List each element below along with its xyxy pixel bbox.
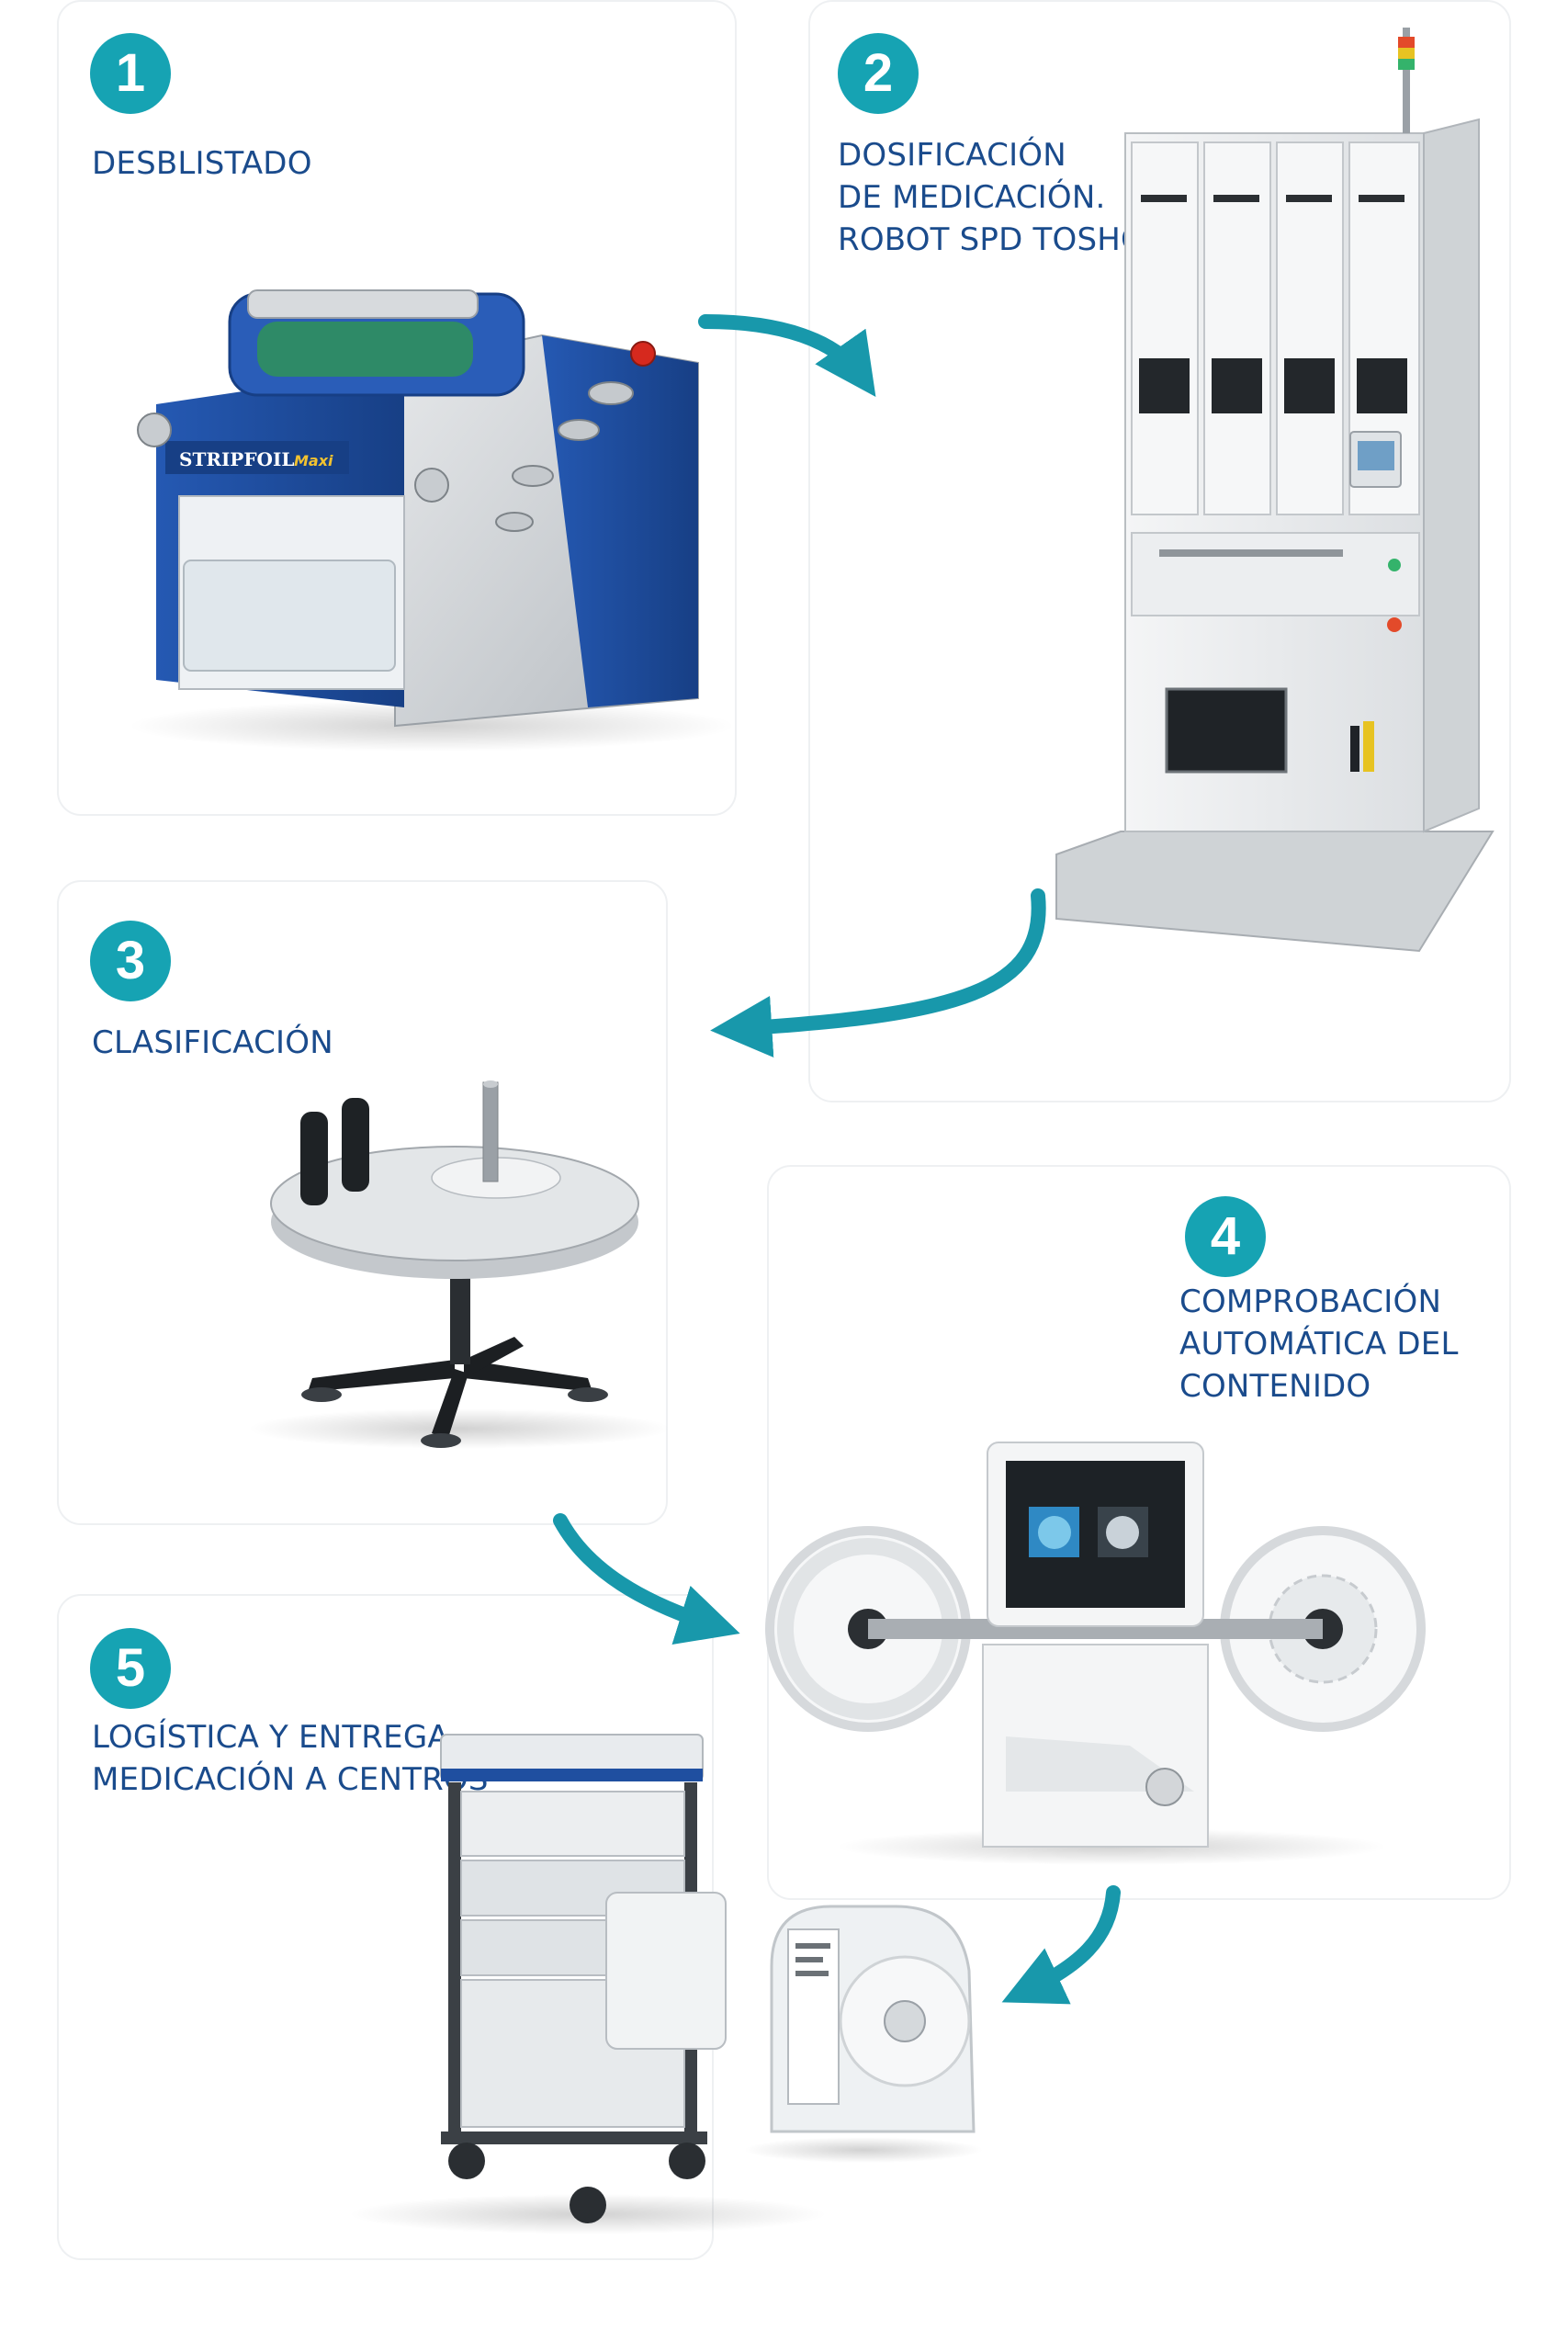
sorting-table [248,1080,671,1449]
medication-trolley [349,1734,827,2234]
stripfoil-machine: STRIPFOIL Maxi [129,289,735,752]
step-2-badge: 2 [838,33,919,114]
step-4-label: COMPROBACIÓN AUTOMÁTICA DEL CONTENIDO [1179,1283,1459,1405]
step-3-label: CLASIFICACIÓN [92,1024,333,1061]
tosho-robot [1055,28,1495,953]
step-5-badge: 5 [90,1628,171,1709]
machine-1-brand: STRIPFOIL [179,448,294,470]
step-2-label: DOSIFICACIÓN DE MEDICACIÓN. ROBOT SPD TO… [838,137,1145,258]
step-1-label: DESBLISTADO [92,145,312,182]
medication-cassette [744,1905,983,2163]
machine-1-model: Maxi [294,452,333,469]
step-5-label: LOGÍSTICA Y ENTREGA MEDICACIÓN A CENTROS [92,1719,489,1798]
step-4-badge: 4 [1185,1196,1266,1277]
step-3-badge: 3 [90,921,171,1001]
inspection-device [765,1442,1426,1865]
step-1-badge: 1 [90,33,171,114]
